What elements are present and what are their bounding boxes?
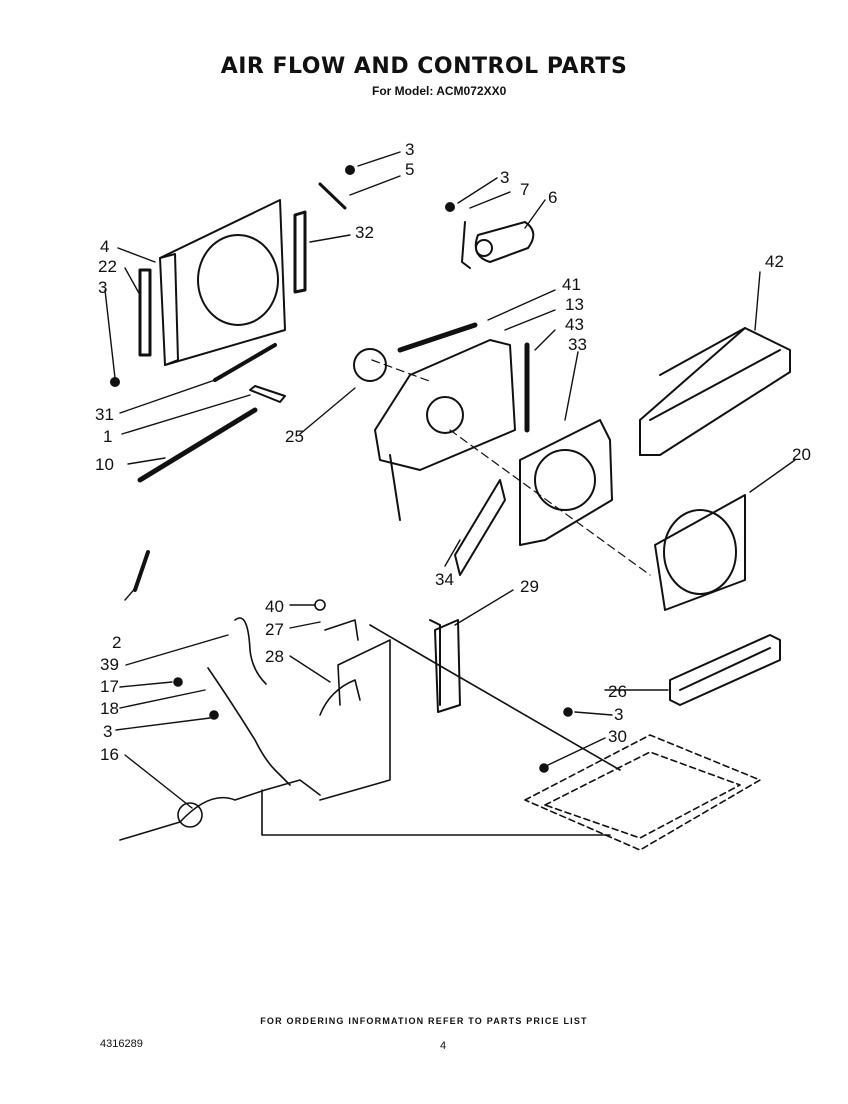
label-27: 27 (265, 620, 284, 639)
leader-lines (104, 151, 796, 809)
label-5: 5 (405, 160, 414, 179)
label-1: 1 (103, 427, 112, 446)
label-30: 30 (608, 727, 627, 746)
part-control-bracket (429, 479, 506, 713)
label-3e: 3 (614, 705, 623, 724)
label-3b: 3 (500, 168, 509, 187)
label-6: 6 (548, 188, 557, 207)
label-13: 13 (565, 295, 584, 314)
document-number: 4316289 (100, 1038, 143, 1050)
label-3c: 3 (98, 278, 107, 297)
label-4: 4 (100, 237, 109, 256)
label-3d: 3 (103, 722, 112, 741)
part-drain-pan (669, 634, 781, 706)
label-2: 2 (112, 633, 121, 652)
label-18: 18 (100, 699, 119, 718)
label-40: 40 (265, 597, 284, 616)
model-subtitle: For Model: ACM072XX0 (372, 84, 507, 98)
label-26: 26 (608, 682, 627, 701)
label-42: 42 (765, 252, 784, 271)
part-number-labels: 3 5 3 7 6 32 4 22 3 42 41 13 43 33 31 1 … (95, 140, 811, 764)
label-29: 29 (520, 577, 539, 596)
label-7: 7 (520, 180, 529, 199)
label-10: 10 (95, 455, 114, 474)
label-31: 31 (95, 405, 114, 424)
part-wiring (119, 550, 621, 841)
label-39: 39 (100, 655, 119, 674)
label-17: 17 (100, 677, 119, 696)
label-41: 41 (562, 275, 581, 294)
label-32: 32 (355, 223, 374, 242)
page-title: AIR FLOW AND CONTROL PARTS (220, 54, 628, 79)
label-25: 25 (285, 427, 304, 446)
part-capacitor (445, 202, 535, 269)
label-33: 33 (568, 335, 587, 354)
part-scroll-orifice (519, 419, 746, 611)
part-shroud-left (110, 165, 355, 483)
label-34: 34 (435, 570, 454, 589)
ordering-note: FOR ORDERING INFORMATION REFER TO PARTS … (260, 1016, 588, 1026)
part-blower-housing (353, 322, 530, 521)
label-22: 22 (98, 257, 117, 276)
part-base-pan (524, 734, 761, 851)
label-3a: 3 (405, 140, 414, 159)
label-20: 20 (792, 445, 811, 464)
label-16: 16 (100, 745, 119, 764)
assembly-lines (371, 359, 651, 576)
page-number: 4 (440, 1040, 447, 1052)
label-43: 43 (565, 315, 584, 334)
label-28: 28 (265, 647, 284, 666)
part-exhaust-duct (639, 327, 791, 456)
